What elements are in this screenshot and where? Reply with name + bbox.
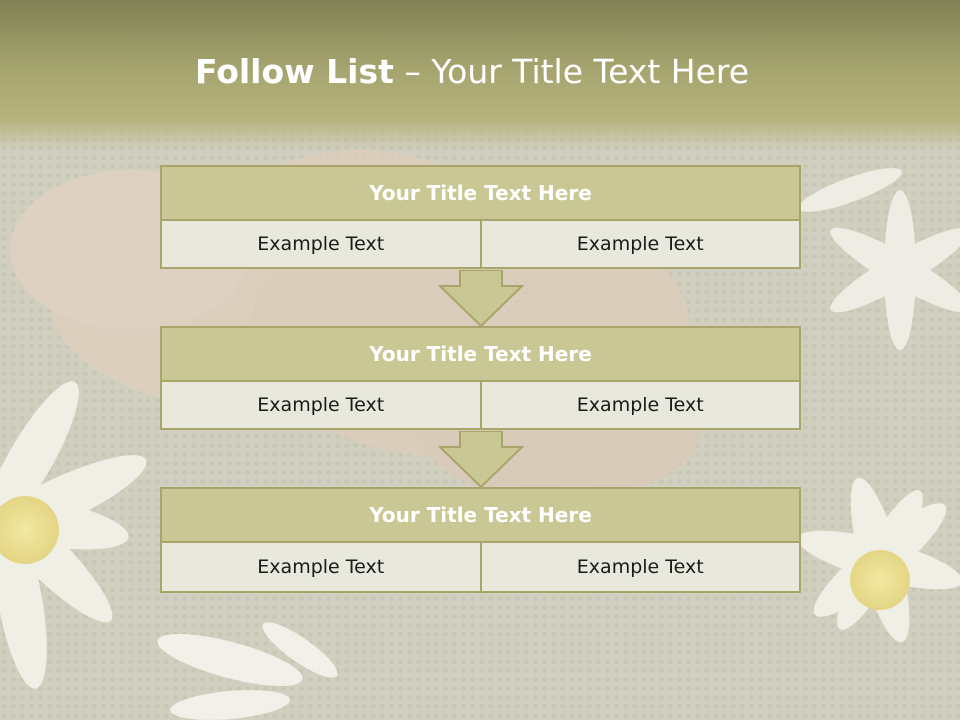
slide-title-rest: – Your Title Text Here bbox=[393, 52, 750, 91]
block-cell-left: Example Text bbox=[160, 541, 482, 593]
down-arrow-icon bbox=[438, 431, 524, 489]
petals bbox=[157, 622, 338, 720]
block-row: Example Text Example Text bbox=[160, 541, 801, 593]
list-block-3: Your Title Text Here Example Text Exampl… bbox=[160, 487, 801, 593]
down-arrow-icon bbox=[438, 270, 524, 328]
list-block-2: Your Title Text Here Example Text Exampl… bbox=[160, 326, 801, 430]
list-block-1: Your Title Text Here Example Text Exampl… bbox=[160, 165, 801, 269]
daisy-right-upper bbox=[798, 168, 960, 350]
block-row: Example Text Example Text bbox=[160, 219, 801, 269]
slide-title: Follow List – Your Title Text Here bbox=[0, 52, 944, 91]
block-cell-right: Example Text bbox=[479, 219, 801, 269]
block-cell-left: Example Text bbox=[160, 219, 482, 269]
block-title: Your Title Text Here bbox=[160, 326, 801, 382]
block-cell-right: Example Text bbox=[479, 380, 801, 430]
title-band bbox=[0, 0, 960, 150]
block-title: Your Title Text Here bbox=[160, 165, 801, 221]
block-cell-right: Example Text bbox=[479, 541, 801, 593]
block-cell-left: Example Text bbox=[160, 380, 482, 430]
block-row: Example Text Example Text bbox=[160, 380, 801, 430]
block-title: Your Title Text Here bbox=[160, 487, 801, 543]
slide-title-bold: Follow List bbox=[194, 52, 394, 91]
daisy-right-lower bbox=[797, 477, 960, 643]
daisy-left bbox=[0, 381, 147, 689]
